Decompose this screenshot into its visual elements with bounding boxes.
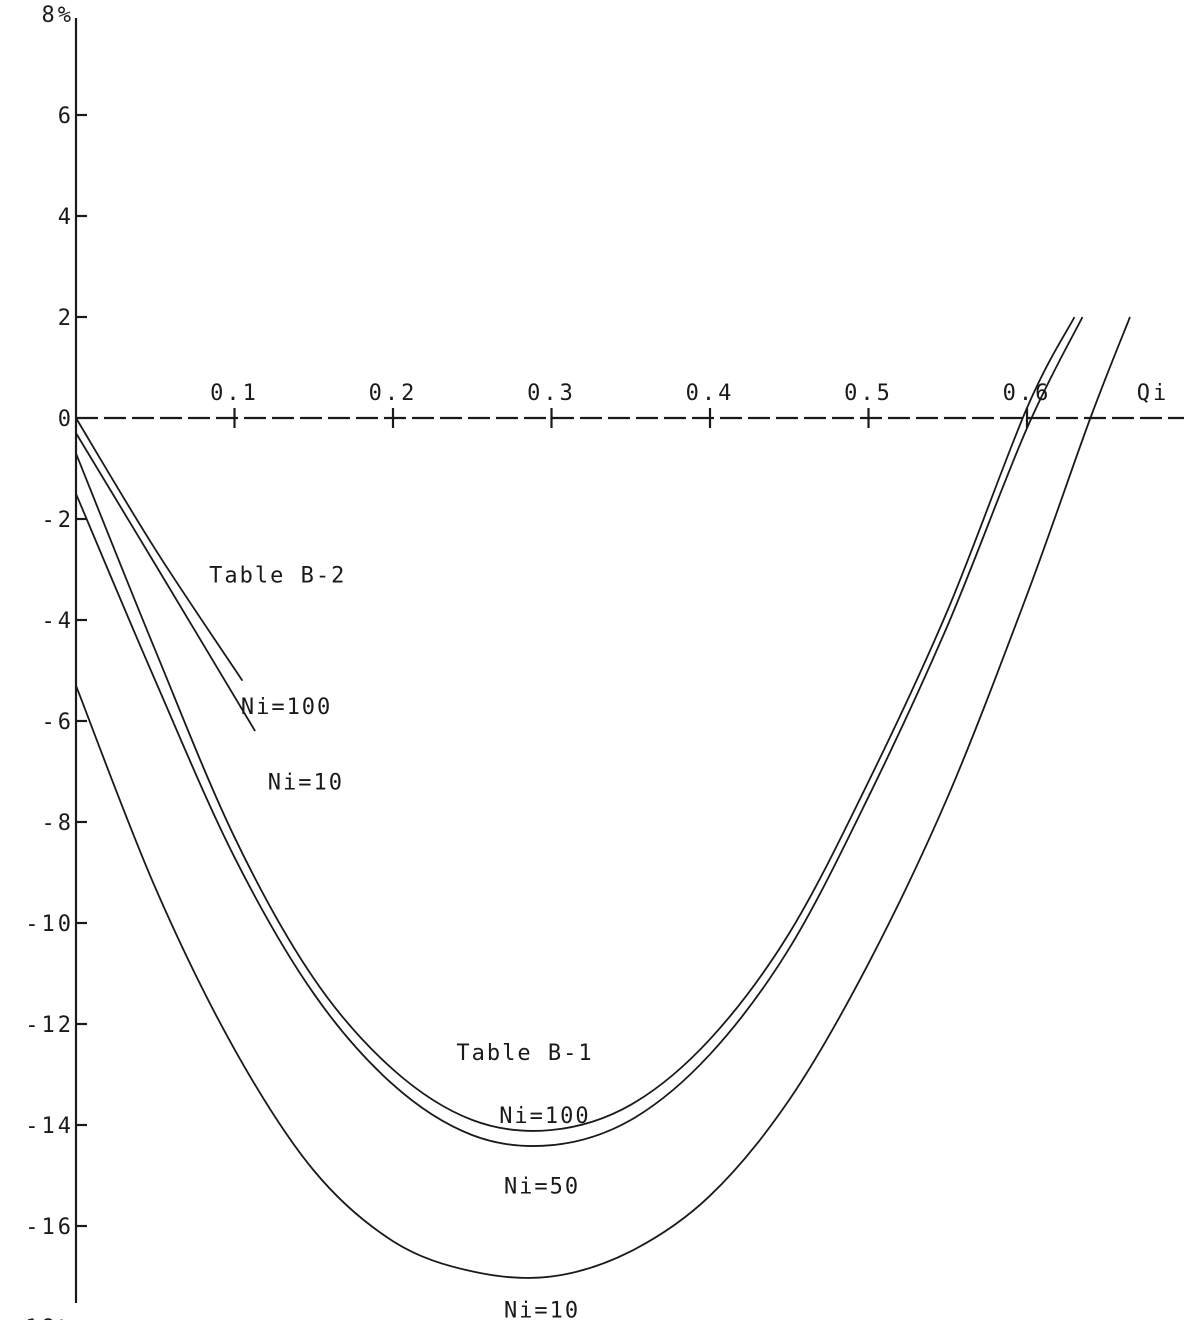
annotation-table-b-1: Table B-1 <box>456 1041 593 1066</box>
annotation-ni-100: Ni=100 <box>241 695 332 720</box>
annotation-ni-50: Ni=50 <box>504 1175 580 1200</box>
y-tick-label: -2 <box>42 508 75 533</box>
y-tick-label: 6 <box>58 104 74 129</box>
ticks <box>75 113 1029 1228</box>
annotation-ni-100: Ni=100 <box>499 1104 590 1129</box>
annotation-ni-10: Ni=10 <box>268 771 344 796</box>
curves <box>75 316 1131 1279</box>
y-tick-label: 0 <box>58 407 74 432</box>
x-tick-label: 0.3 <box>527 381 576 406</box>
y-tick-label: -8 <box>42 811 75 836</box>
series-line-table-b-2-ni-100 <box>75 417 244 682</box>
axes <box>74 18 1184 1303</box>
x-tick-label: 0.4 <box>686 381 735 406</box>
x-tick-label: 0.2 <box>369 381 418 406</box>
labels: 8% 6 4 2 0 -2 -4 -6 -8 -10 -12 -14 -16 -18% 0.1 0.2 0.3 0… <box>9 3 1170 1320</box>
annotation-ni-10: Ni=10 <box>504 1298 580 1320</box>
y-tick-label: 4 <box>58 205 74 230</box>
y-tick-label: -6 <box>42 710 75 735</box>
y-tick-label: -10 <box>25 912 74 937</box>
x-tick-label: 0.1 <box>210 381 259 406</box>
y-tick-label: 2 <box>58 306 74 331</box>
series-line-table-b-2-ni-10 <box>75 432 256 732</box>
x-axis-label: Qi <box>1137 381 1170 406</box>
y-tick-label: -14 <box>25 1114 74 1139</box>
y-tick-label: 8% <box>42 3 75 28</box>
y-tick-label: -16 <box>25 1215 74 1240</box>
y-tick-label: -12 <box>25 1013 74 1038</box>
series-line-table-b-1-ni-50 <box>75 316 1084 1147</box>
x-tick-label: 0.6 <box>1003 381 1052 406</box>
series-line-table-b-1-ni-100 <box>75 316 1076 1132</box>
y-tick-label: -4 <box>42 609 75 634</box>
y-tick-label: -18% <box>9 1316 74 1320</box>
series-line-table-b-1-ni-10 <box>75 316 1131 1279</box>
annotation-table-b-2: Table B-2 <box>209 564 346 589</box>
x-tick-label: 0.5 <box>844 381 893 406</box>
